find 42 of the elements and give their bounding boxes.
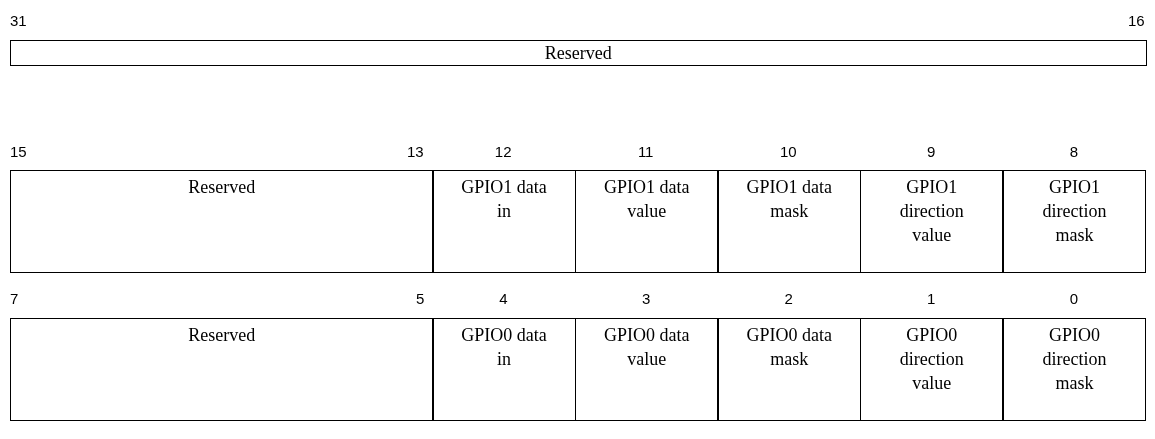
bit-number: 4 (499, 290, 508, 308)
bit-field (432, 170, 577, 273)
bit-number: 5 (416, 290, 425, 308)
bit-field (574, 170, 719, 273)
field-name: GPIO0 direction mask (1041, 324, 1108, 395)
bit-number: 11 (637, 143, 654, 161)
bit-number: 10 (780, 143, 797, 161)
field-name: GPIO0 direction value (898, 324, 965, 395)
bit-field (10, 40, 1147, 66)
field-name: GPIO1 direction value (898, 176, 965, 247)
field-name: Reserved (188, 176, 256, 199)
bit-field (1002, 170, 1147, 273)
bit-field (859, 318, 1004, 421)
bit-number: 9 (927, 143, 936, 161)
bit-number: 3 (641, 290, 651, 308)
bit-field (574, 318, 719, 421)
bit-number: 2 (784, 290, 793, 308)
bit-field (432, 318, 577, 421)
field-name: GPIO1 data value (602, 176, 691, 223)
bit-number: 15 (10, 143, 27, 161)
bit-field (859, 170, 1004, 273)
bit-number: 16 (1128, 12, 1145, 30)
bit-field (717, 318, 862, 421)
bit-field (10, 170, 434, 273)
field-name: GPIO0 data mask (745, 324, 833, 371)
bit-number: 0 (1069, 290, 1079, 308)
bit-number: 8 (1069, 143, 1079, 161)
field-name: Reserved (188, 324, 256, 347)
field-name: GPIO1 direction mask (1041, 176, 1108, 247)
field-name: GPIO0 data in (460, 324, 548, 371)
bit-number: 13 (407, 143, 424, 161)
field-name: GPIO1 data mask (745, 176, 833, 223)
bit-number: 31 (10, 12, 27, 30)
field-name: GPIO1 data in (460, 176, 548, 223)
bit-field (10, 318, 434, 421)
bit-number: 1 (927, 290, 936, 308)
bit-field (1002, 318, 1147, 421)
bit-number: 12 (494, 143, 512, 161)
bit-number: 7 (10, 290, 19, 308)
bit-field (717, 170, 862, 273)
field-name: Reserved (544, 42, 612, 65)
field-name: GPIO0 data value (602, 324, 691, 371)
